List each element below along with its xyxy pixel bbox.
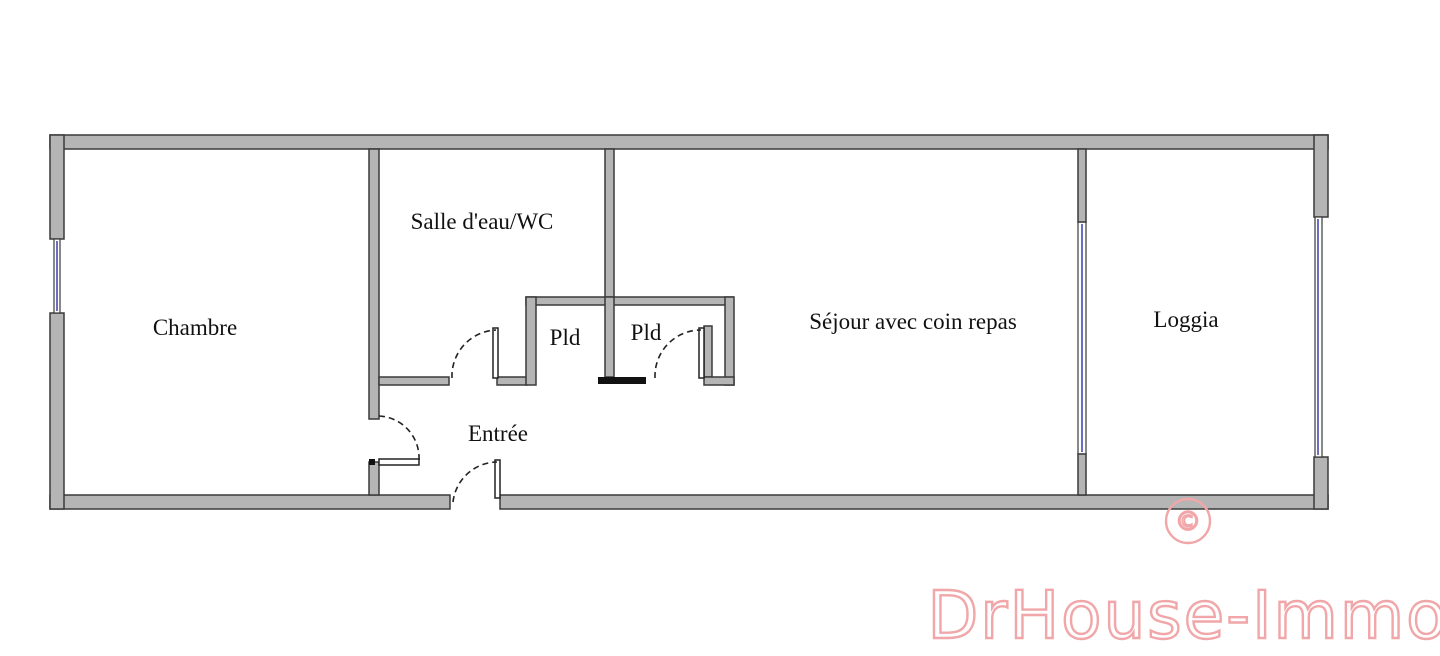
room-label-placard-2: Pld [631, 320, 662, 345]
placard-sill [598, 377, 646, 384]
wall-placard-middle [604, 296, 615, 378]
outer-walls [49, 134, 1329, 510]
wall-placard-right [724, 296, 735, 386]
wall-chambre-lower [368, 461, 380, 496]
watermark-text: DrHouse-Immo [927, 577, 1440, 654]
wall-loggia-lower [1077, 453, 1087, 496]
wall-right-upper [1313, 134, 1329, 218]
wall-placard-bottom [703, 376, 735, 386]
door-entree [452, 459, 501, 503]
door-chambre [369, 415, 420, 466]
wall-left-lower [49, 312, 65, 510]
wall-salle-sejour [604, 148, 615, 300]
doors [369, 327, 705, 503]
room-label-salle-eau: Salle d'eau/WC [411, 209, 554, 234]
wall-chambre-upper [368, 148, 380, 420]
room-label-placard-1: Pld [550, 325, 581, 350]
door-placard [654, 327, 705, 379]
wall-placard-jamb [703, 325, 713, 378]
copyright-symbol: © [1175, 507, 1201, 537]
interior-walls [368, 148, 1087, 496]
room-label-loggia: Loggia [1153, 307, 1218, 332]
windows [53, 216, 1323, 458]
copyright-icon [1164, 497, 1212, 545]
wall-right-lower [1313, 456, 1329, 510]
room-labels: Chambre Salle d'eau/WC Pld Pld Entrée Sé… [153, 209, 1219, 446]
wall-bottom-left [49, 494, 451, 510]
watermark: © DrHouse-Immo [926, 497, 1440, 655]
wall-left-upper [49, 134, 65, 240]
wall-loggia-upper [1077, 148, 1087, 223]
room-label-chambre: Chambre [153, 315, 237, 340]
wall-placard-top [525, 296, 734, 306]
wall-placard-left [525, 296, 537, 386]
room-label-entree: Entrée [468, 421, 528, 446]
door-salle-eau [451, 327, 499, 379]
wall-top [49, 134, 1329, 150]
room-label-sejour: Séjour avec coin repas [809, 309, 1017, 334]
wall-salle-bottom-left [378, 376, 450, 386]
wall-salle-bottom-right [496, 376, 528, 386]
